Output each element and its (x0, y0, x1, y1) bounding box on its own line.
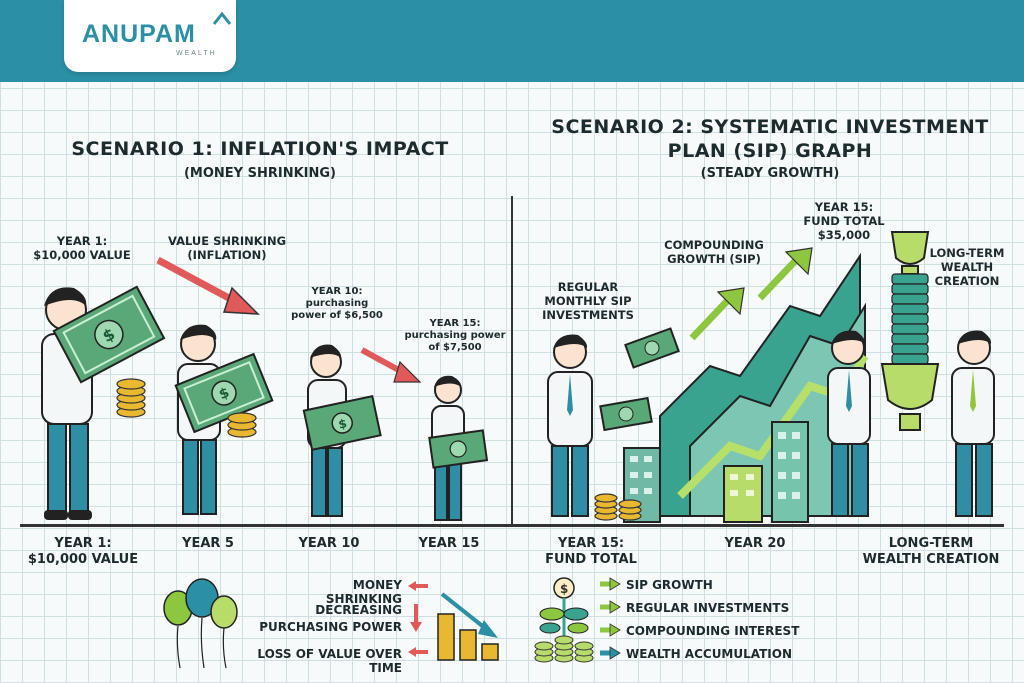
person-icon (547, 334, 593, 517)
s2-legend-sip: SIP GROWTH (626, 578, 713, 592)
brand-name: ANUPAM (82, 20, 196, 48)
arrow-icon (689, 287, 745, 341)
s2-label-regular: REGULAR MONTHLY SIP INVESTMENTS (542, 280, 634, 322)
arrow-icon (600, 577, 621, 660)
person-icon (951, 330, 995, 517)
s1-axis-year1: YEAR 1: $10,000 VALUE (27, 536, 139, 567)
scenario2-subtitle: (STEADY GROWTH) (700, 166, 840, 181)
s1-label-year15: YEAR 15: purchasing power of $7,500 (404, 318, 506, 353)
logo-mark-icon (212, 11, 232, 25)
s2-label-fund: YEAR 15: FUND TOTAL $35,000 (803, 200, 885, 242)
s1-legend-shrinking: MONEY SHRINKING (325, 578, 402, 606)
person-icon (827, 330, 871, 517)
arrow-icon (156, 256, 260, 315)
svg-text:$: $ (560, 582, 568, 596)
scenario2-title-line2: PLAN (SIP) GRAPH (667, 140, 873, 162)
s1-axis-year10: YEAR 10 (298, 536, 360, 551)
arrow-icon (408, 581, 428, 657)
svg-text:$: $ (337, 416, 348, 431)
arrow-icon (360, 347, 422, 383)
scenario1-subtitle: (MONEY SHRINKING) (183, 166, 336, 181)
scenario2-title-line1: SCENARIO 2: SYSTEMATIC INVESTMENT (551, 116, 989, 138)
s2-legend-wealth: WEALTH ACCUMULATION (626, 647, 793, 661)
s1-legend-purchasing: DECREASING PURCHASING POWER (259, 603, 402, 634)
s2-axis-longterm: LONG-TERM WEALTH CREATION (862, 536, 1000, 567)
s1-label-shrinking: VALUE SHRINKING (INFLATION) (167, 234, 287, 262)
s2-axis-year20: YEAR 20 (724, 536, 786, 551)
plant-icon: $ (534, 577, 594, 663)
coin-stack-icon (227, 412, 257, 438)
banknote-icon (624, 327, 680, 369)
banknote-icon (428, 429, 489, 469)
s2-axis-year15: YEAR 15: FUND TOTAL (545, 536, 637, 567)
s1-label-year10: YEAR 10: purchasing power of $6,500 (291, 286, 383, 321)
brand-logo[interactable]: ANUPAM WEALTH (64, 0, 236, 72)
baseline (20, 524, 1004, 527)
banknote-icon: $ (302, 394, 382, 452)
arrow-icon (757, 247, 813, 301)
s1-axis-year5: YEAR 5 (182, 536, 234, 551)
building-icon (771, 421, 809, 523)
banknote-icon: $ (52, 285, 166, 384)
s2-label-compounding: COMPOUNDING GROWTH (SIP) (664, 238, 764, 266)
balloon-icon (163, 578, 238, 669)
s1-legend-loss: LOSS OF VALUE OVER TIME (257, 647, 402, 675)
trophy-icon (880, 231, 940, 431)
brand-sub: WEALTH (176, 50, 217, 57)
s2-legend-compounding: COMPOUNDING INTEREST (626, 624, 800, 638)
bar-chart-icon (437, 592, 499, 661)
s1-axis-year15: YEAR 15 (418, 536, 480, 551)
scenario-divider (511, 196, 513, 526)
s2-label-longterm: LONG-TERM WEALTH CREATION (929, 246, 1005, 288)
coin-stack-icon (594, 493, 642, 521)
s1-label-year1: YEAR 1: $10,000 VALUE (33, 234, 131, 262)
s2-legend-regular: REGULAR INVESTMENTS (626, 601, 790, 615)
scenario1-title: SCENARIO 1: INFLATION'S IMPACT (71, 138, 449, 160)
banknote-icon (599, 396, 653, 432)
coin-stack-icon (116, 378, 146, 418)
building-icon (723, 465, 763, 523)
